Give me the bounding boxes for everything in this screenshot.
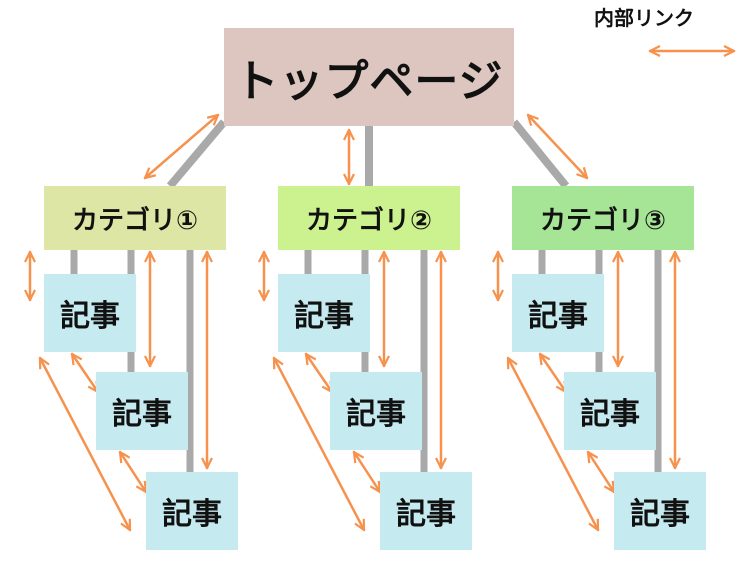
internal-link-arrow <box>72 354 98 392</box>
article-box: 記事 <box>512 274 604 352</box>
category-label-2: カテゴリ② <box>305 205 432 236</box>
internal-link-arrow <box>145 115 218 178</box>
category-box-3: カテゴリ③ <box>512 186 694 250</box>
internal-link-arrow <box>540 354 566 392</box>
category-box-1: カテゴリ① <box>44 186 226 250</box>
internal-link-arrow <box>120 452 146 492</box>
article-box: 記事 <box>564 372 656 450</box>
category-label-3: カテゴリ③ <box>539 205 666 236</box>
legend-label: 内部リンク <box>594 6 694 30</box>
article-label: 記事 <box>528 299 588 334</box>
category-label-1: カテゴリ① <box>71 205 198 236</box>
article-box: 記事 <box>96 372 188 450</box>
article-box: 記事 <box>146 472 238 550</box>
article-label: 記事 <box>580 397 640 432</box>
article-box: 記事 <box>380 472 472 550</box>
connector-line <box>166 119 228 189</box>
category-box-2: カテゴリ② <box>278 186 460 250</box>
article-box: 記事 <box>614 472 706 550</box>
article-box: 記事 <box>278 274 370 352</box>
article-label: 記事 <box>346 397 406 432</box>
article-label: 記事 <box>630 497 690 532</box>
internal-link-arrow <box>588 452 614 492</box>
connector-line <box>510 119 570 189</box>
internal-link-arrow <box>528 115 587 178</box>
article-box: 記事 <box>44 274 136 352</box>
top-page-box: トップページ <box>224 28 514 126</box>
internal-link-arrow <box>354 452 380 492</box>
article-label: 記事 <box>396 497 456 532</box>
article-label: 記事 <box>112 397 172 432</box>
article-label: 記事 <box>60 299 120 334</box>
article-box: 記事 <box>330 372 422 450</box>
internal-link-arrow <box>306 354 332 392</box>
article-label: 記事 <box>162 497 222 532</box>
article-label: 記事 <box>294 299 354 334</box>
top-page-label: トップページ <box>234 56 504 107</box>
